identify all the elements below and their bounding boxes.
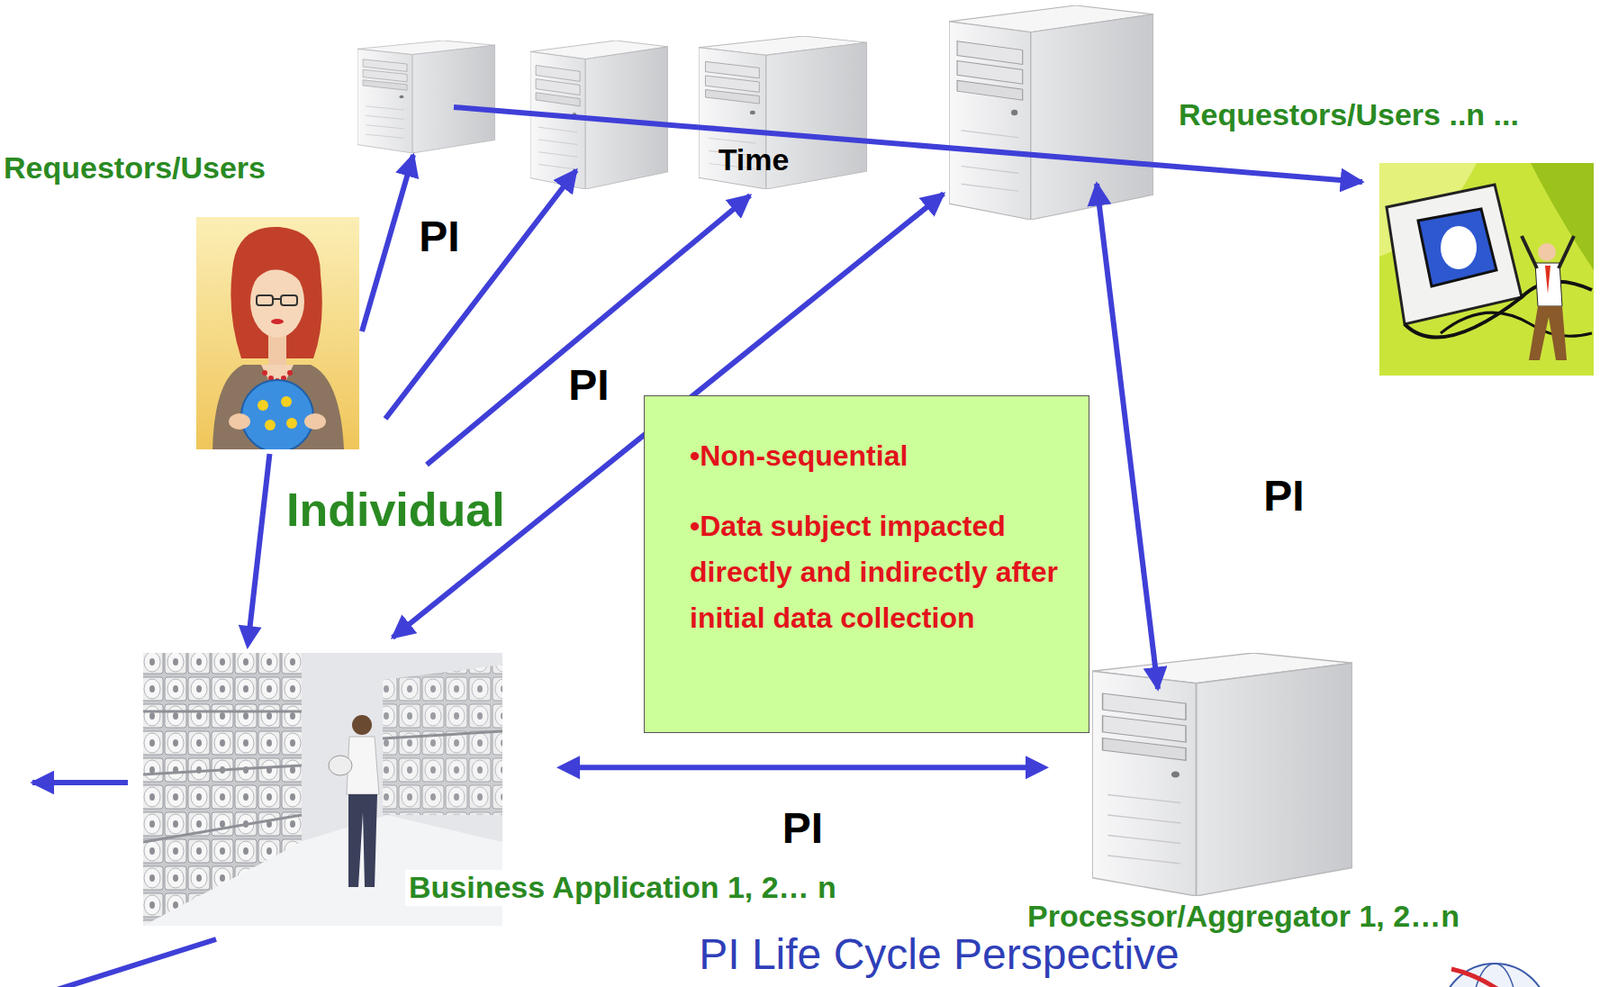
flow-label: PI <box>568 360 609 410</box>
server-icon <box>357 40 496 154</box>
user-figure <box>1521 235 1537 269</box>
individual-figure <box>280 295 298 306</box>
individual-figure <box>286 417 298 429</box>
individual-figure <box>196 216 360 450</box>
server-picture: Processor/Aggregator 1, 2…n <box>1092 652 1353 896</box>
connector-line <box>249 453 270 628</box>
individual-figure <box>272 298 281 300</box>
note-text: •Non-sequential <box>689 433 1059 480</box>
connector <box>556 755 1049 779</box>
server-icon <box>1092 652 1353 896</box>
flow-label: PI <box>418 211 460 262</box>
flow-arrow <box>32 779 128 786</box>
server-icon <box>698 36 868 190</box>
tape-library-photo <box>143 710 302 714</box>
individual-figure <box>248 248 307 290</box>
flow-arrow <box>54 939 217 987</box>
axis-label: Time <box>718 142 790 178</box>
globe-logo <box>1440 963 1549 987</box>
tape-library-photo <box>143 765 302 775</box>
node-caption: Business Application 1, 2… n <box>405 869 841 905</box>
group-heading: Requestors/Users ..n ... <box>1178 97 1519 133</box>
connector-line <box>578 764 1028 770</box>
note-box: •Non-sequential •Data subject impacted di… <box>643 395 1090 733</box>
tape-library-photo <box>143 814 302 842</box>
individual-figure <box>262 370 268 376</box>
tape-library-photo <box>382 664 503 815</box>
individual-figure <box>271 318 284 325</box>
globe-logo <box>1472 963 1518 987</box>
individual-figure <box>257 399 269 411</box>
user-figure <box>1379 162 1594 376</box>
tape-library-photo <box>143 652 302 926</box>
individual-figure <box>264 419 276 431</box>
diagram-title: PI Life Cycle Perspective <box>698 929 1180 979</box>
arrow-head <box>1025 755 1049 779</box>
group-heading: Requestors/Users <box>3 150 266 186</box>
individual-figure <box>280 396 292 407</box>
user-figure <box>1386 184 1522 325</box>
note-text: •Data subject impacted directly and indi… <box>689 503 1059 642</box>
arrow-head <box>238 624 263 650</box>
user-figure <box>1537 243 1556 262</box>
storage-picture: Business Application 1, 2… n <box>143 652 503 926</box>
user-figure <box>1558 235 1574 269</box>
user-figure <box>1545 265 1551 294</box>
tape-library-photo <box>352 714 372 735</box>
user-figure <box>1418 208 1497 287</box>
user-figure <box>1530 162 1594 271</box>
arrow-head <box>556 755 580 779</box>
tape-library-photo <box>328 755 353 776</box>
user-picture: Requestors/Users ..n ... <box>1379 162 1594 376</box>
flow-label: PI <box>1263 470 1304 521</box>
user-figure <box>1535 262 1563 307</box>
globe-logo <box>1451 968 1524 987</box>
individual-figure <box>287 370 293 376</box>
individual-picture: Requestors/UsersIndividual <box>196 216 360 450</box>
individual-figure <box>256 295 273 306</box>
user-figure <box>1379 162 1594 376</box>
tape-library-photo <box>382 731 503 739</box>
individual-figure <box>304 413 326 430</box>
flow-arrow <box>32 107 1363 987</box>
user-figure <box>1440 225 1477 270</box>
globe-logo <box>1440 963 1549 987</box>
node-caption: Processor/Aggregator 1, 2…n <box>1023 898 1464 934</box>
individual-figure <box>228 413 251 430</box>
user-figure <box>1528 306 1567 361</box>
flow-arrow <box>1096 183 1158 689</box>
flow-arrow <box>361 154 414 332</box>
server-icon <box>949 5 1154 220</box>
individual-label: Individual <box>286 483 506 538</box>
user-figure <box>1440 312 1592 336</box>
connector <box>238 453 271 650</box>
flow-arrow <box>385 170 577 419</box>
tape-library-photo <box>348 794 378 887</box>
edge-label: PI <box>782 803 823 853</box>
individual-figure <box>241 379 314 450</box>
